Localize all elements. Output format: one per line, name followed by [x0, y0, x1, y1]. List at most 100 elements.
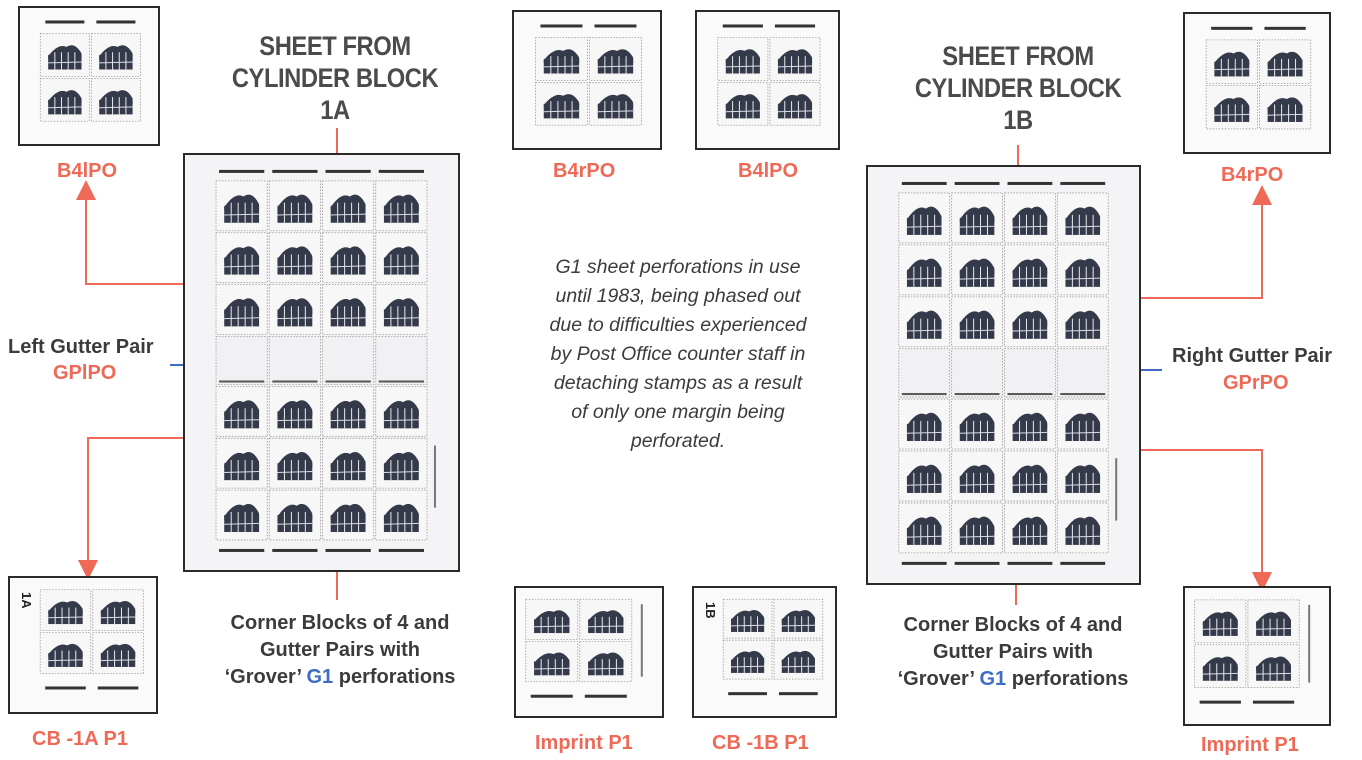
- stamp: [723, 599, 772, 638]
- stamp: [1005, 451, 1056, 501]
- stamp: [376, 490, 427, 540]
- stamp: [1248, 600, 1299, 643]
- note-line: until 1983, being phased out: [518, 282, 838, 311]
- stamp: [323, 181, 374, 231]
- block-stamps: [20, 8, 158, 144]
- stamp: [40, 590, 91, 631]
- label-top-right: B4rPO: [1221, 164, 1283, 187]
- caption-g1: G1: [306, 666, 333, 688]
- stamp: [1206, 40, 1257, 84]
- note-line: perforated.: [518, 427, 838, 456]
- label-bottom-mid-left: Imprint P1: [535, 732, 633, 755]
- block-stamps: [1185, 588, 1329, 724]
- caption-right: Corner Blocks of 4 and Gutter Pairs with…: [863, 612, 1163, 693]
- caption-part: perforations: [1006, 668, 1128, 690]
- caption-line: Gutter Pairs with: [190, 637, 490, 664]
- stamp: [899, 245, 950, 295]
- caption-part: perforations: [333, 666, 455, 688]
- stamp: [323, 233, 374, 283]
- stamp: [269, 285, 320, 335]
- label-bottom-mid-right: CB -1B P1: [712, 732, 809, 755]
- stamp: [1057, 503, 1108, 553]
- stamp: [899, 503, 950, 553]
- stamp: [216, 490, 267, 540]
- stamp: [899, 451, 950, 501]
- title-sheet-1b: SHEET FROM CYLINDER BLOCK 1B: [886, 40, 1150, 136]
- stamp: [952, 451, 1003, 501]
- block-bottom-mid-right: 1B: [692, 586, 837, 718]
- label-top-mid-right: B4lPO: [738, 160, 798, 183]
- stamp: [1248, 645, 1299, 688]
- stamp: [269, 490, 320, 540]
- stamp: [216, 386, 267, 436]
- stamp: [1195, 600, 1246, 643]
- stamp: [1057, 399, 1108, 449]
- title-line: CYLINDER BLOCK: [886, 72, 1150, 104]
- note-line: by Post Office counter staff in: [518, 340, 838, 369]
- stamp: [1259, 85, 1310, 129]
- label-bottom-right: Imprint P1: [1201, 734, 1299, 757]
- stamp: [40, 78, 89, 121]
- stamp: [40, 633, 91, 674]
- cylinder-id-1b: 1B: [703, 602, 718, 619]
- block-top-mid-left: [512, 10, 662, 150]
- stamp: [580, 599, 632, 639]
- stamp: [323, 285, 374, 335]
- stamp: [952, 399, 1003, 449]
- stamp: [269, 181, 320, 231]
- note-line: of only one margin being: [518, 398, 838, 427]
- stamp: [216, 438, 267, 488]
- stamp: [1057, 297, 1108, 347]
- stamp: [323, 438, 374, 488]
- stamp: [535, 82, 587, 125]
- block-bottom-left: 1A: [8, 576, 158, 714]
- block-top-mid-right: [695, 10, 840, 150]
- stamp: [952, 193, 1003, 243]
- stamp: [1057, 193, 1108, 243]
- stamp: [770, 82, 820, 125]
- block-stamps: [516, 588, 662, 716]
- note-line: detaching stamps as a result: [518, 369, 838, 398]
- title-line: SHEET FROM: [886, 40, 1150, 72]
- stamp: [91, 78, 140, 121]
- stamp: [1005, 245, 1056, 295]
- caption-line: ‘Grover’ G1 perforations: [190, 664, 490, 691]
- stamp: [216, 233, 267, 283]
- left-gutter-title: Left Gutter Pair: [8, 336, 154, 359]
- left-gutter-code: GPlPO: [53, 362, 116, 385]
- stamp: [376, 285, 427, 335]
- stamp: [376, 181, 427, 231]
- stamp: [1005, 399, 1056, 449]
- stamp: [580, 641, 632, 681]
- stamp: [535, 37, 587, 80]
- caption-line: ‘Grover’ G1 perforations: [863, 666, 1163, 693]
- stamp: [718, 37, 768, 80]
- stamp: [1057, 245, 1108, 295]
- stamp: [723, 640, 772, 679]
- title-line: SHEET FROM: [203, 30, 467, 62]
- stamp: [1259, 40, 1310, 84]
- stamp: [1206, 85, 1257, 129]
- block-stamps: [1185, 14, 1329, 152]
- stamp: [1005, 193, 1056, 243]
- sheet-1b: [866, 165, 1141, 585]
- stamp: [1195, 645, 1246, 688]
- title-sheet-1a: SHEET FROM CYLINDER BLOCK 1A: [203, 30, 467, 126]
- stamp: [216, 285, 267, 335]
- caption-line: Corner Blocks of 4 and: [863, 612, 1163, 639]
- title-line: CYLINDER BLOCK: [203, 62, 467, 94]
- stamp: [91, 33, 140, 76]
- label-bottom-left: CB -1A P1: [32, 728, 128, 751]
- caption-part: ‘Grover’: [225, 666, 307, 688]
- stamp: [269, 438, 320, 488]
- stamp: [40, 33, 89, 76]
- block-stamps: [697, 12, 838, 148]
- stamp: [93, 590, 144, 631]
- stamp: [589, 82, 641, 125]
- right-gutter-title: Right Gutter Pair: [1172, 345, 1332, 368]
- stamp: [899, 399, 950, 449]
- stamp: [770, 37, 820, 80]
- stamp: [1005, 297, 1056, 347]
- caption-left: Corner Blocks of 4 and Gutter Pairs with…: [190, 610, 490, 691]
- sheet-1b-stamps: [868, 167, 1139, 583]
